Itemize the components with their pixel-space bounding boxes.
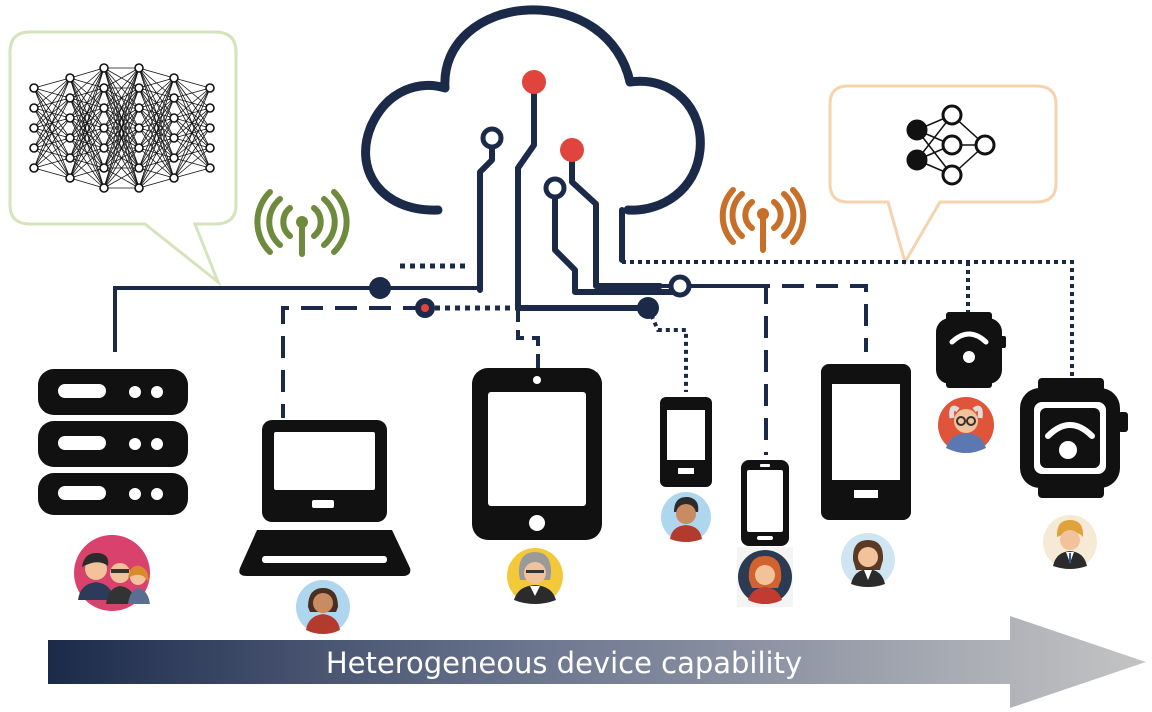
network-links <box>113 260 1074 455</box>
smartwatch-small-icon <box>936 312 1006 388</box>
woman-avatar <box>296 580 350 634</box>
capability-caption: Heterogeneous device capability <box>326 646 802 680</box>
elderly-woman-avatar <box>507 548 563 604</box>
circuit-traces <box>477 89 683 311</box>
elderly-man-avatar <box>938 397 994 453</box>
neural-network-small-icon <box>906 104 996 186</box>
cloud-server-icon <box>361 5 705 215</box>
smartwatch-large-icon <box>1020 378 1128 498</box>
young-man-avatar <box>661 492 711 542</box>
businessman-avatar <box>1043 515 1097 569</box>
small-model-bubble <box>828 84 1058 266</box>
laptop-icon <box>239 420 411 576</box>
server-rack-icon <box>38 369 188 515</box>
smartphone-slim-icon <box>741 460 789 546</box>
wireless-antenna-green-icon <box>254 189 350 257</box>
businesswoman-avatar <box>841 533 895 587</box>
group-users-avatar <box>74 535 150 611</box>
neural-network-large-icon <box>29 63 215 193</box>
tablet-icon <box>472 368 602 540</box>
large-model-bubble <box>8 30 238 287</box>
smartphone-large-icon <box>821 364 911 520</box>
link-junctions <box>369 274 692 319</box>
circuit-nodes <box>480 70 584 200</box>
capability-arrow: Heterogeneous device capability <box>48 616 1146 708</box>
wireless-antenna-orange-icon <box>719 187 807 253</box>
smartphone-small-icon <box>660 397 712 487</box>
redhead-woman-avatar <box>737 547 793 607</box>
